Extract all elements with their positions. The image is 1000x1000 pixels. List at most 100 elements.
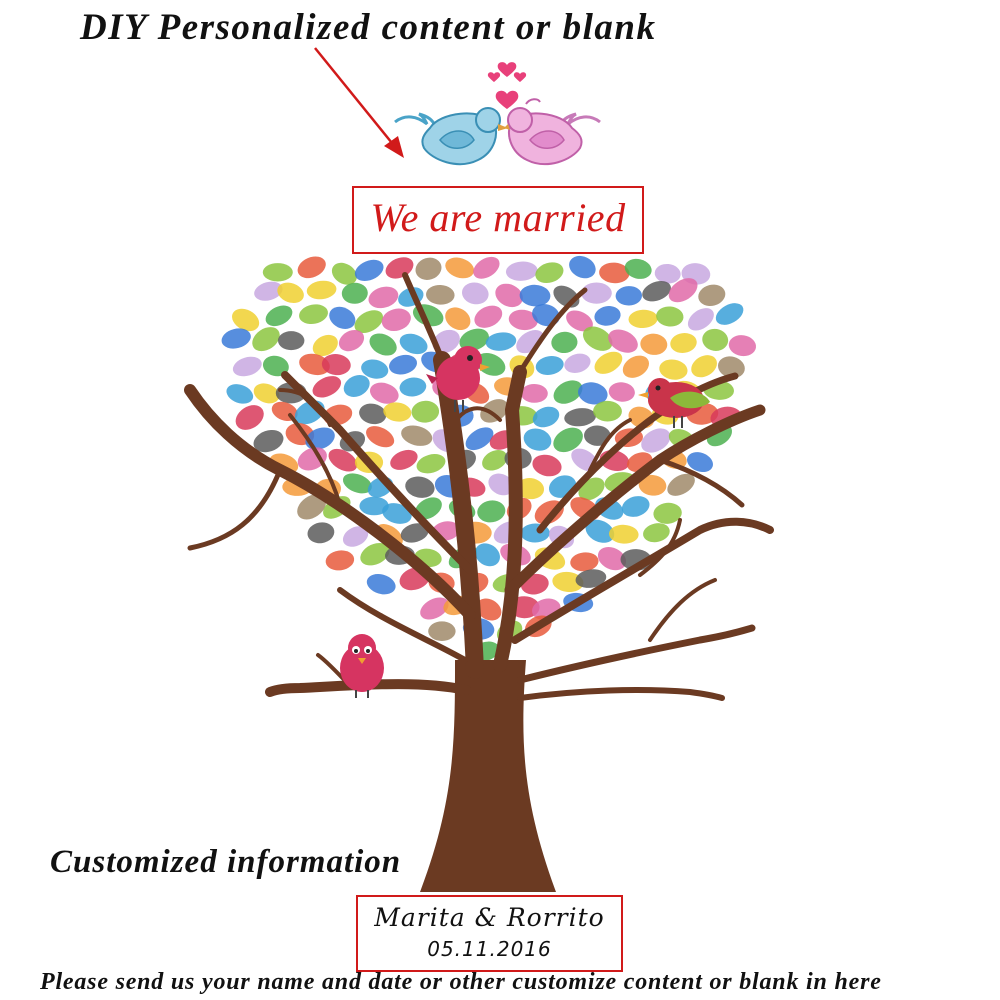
fingerprint-leaf	[584, 425, 611, 446]
fingerprint-leaf	[369, 382, 399, 404]
section-heading: Customized information	[50, 844, 402, 880]
fingerprint-leaf	[297, 256, 326, 279]
fingerprint-leaf	[383, 402, 412, 422]
fingerprint-leaf	[368, 286, 399, 309]
fingerprint-leaf	[667, 473, 695, 496]
fingerprint-leaf	[382, 503, 412, 524]
fingerprint-leaf	[582, 326, 613, 351]
fingerprint-leaf	[717, 356, 745, 379]
fingerprint-leaf	[401, 425, 433, 446]
fingerprint-leaf	[564, 408, 596, 427]
fingerprint-leaf	[428, 621, 456, 641]
fingerprint-leaf	[405, 476, 435, 498]
fingerprint-dots	[221, 255, 757, 662]
fingerprint-leaf	[485, 332, 517, 351]
fingerprint-leaf	[297, 447, 327, 471]
couple-names: Marita & Rorrito	[374, 903, 605, 932]
fingerprint-leaf	[715, 303, 744, 325]
fingerprint-leaf	[640, 333, 668, 355]
fingerprint-leaf	[359, 403, 387, 425]
fingerprint-leaf	[366, 574, 396, 595]
fingerprint-leaf	[265, 305, 293, 327]
fingerprint-leaf	[638, 474, 667, 496]
arrow-icon	[314, 47, 404, 158]
fingerprint-leaf	[390, 449, 418, 470]
fingerprint-leaf	[388, 354, 418, 375]
fingerprint-leaf	[585, 519, 615, 543]
fingerprint-leaf	[474, 305, 503, 328]
fingerprint-leaf	[475, 543, 500, 567]
fingerprint-leaf	[235, 405, 264, 430]
fingerprint-leaf	[642, 280, 671, 302]
fingerprint-leaf	[414, 497, 442, 520]
fingerprint-leaf	[354, 259, 384, 282]
fingerprint-leaf	[608, 382, 635, 402]
fingerprint-leaf	[262, 263, 293, 282]
fingerprint-leaf	[609, 524, 639, 544]
fingerprint-leaf	[342, 526, 369, 547]
fingerprint-leaf	[341, 282, 368, 304]
fingerprint-leaf	[575, 569, 607, 588]
fingerprint-leaf	[702, 328, 729, 351]
fingerprint-leaf	[475, 353, 506, 376]
fingerprint-leaf	[535, 262, 564, 284]
fingerprint-leaf	[553, 427, 583, 453]
fingerprint-leaf	[505, 261, 538, 281]
fingerprint-leaf	[564, 353, 591, 373]
fingerprint-leaf	[331, 262, 357, 285]
fingerprint-leaf	[297, 494, 326, 520]
fingerprint-leaf	[488, 473, 514, 496]
fingerprint-leaf	[426, 284, 455, 305]
fingerprint-leaf	[299, 353, 330, 376]
fingerprint-leaf	[569, 255, 596, 279]
fingerprint-leaf	[445, 257, 475, 279]
fingerprint-leaf	[399, 333, 428, 355]
fingerprint-leaf	[508, 309, 538, 331]
page-title: DIY Personalized content or blank	[80, 7, 657, 48]
fingerprint-leaf	[482, 450, 508, 471]
fingerprint-leaf	[622, 355, 650, 378]
fingerprint-leaf	[420, 597, 449, 620]
fingerprint-leaf	[535, 356, 564, 375]
fingerprint-leaf	[343, 375, 370, 397]
fingerprint-leaf	[578, 382, 608, 405]
fingerprint-leaf	[570, 552, 599, 572]
fingerprint-leaf	[221, 328, 251, 349]
fingerprint-leaf	[306, 280, 337, 300]
fingerprint-leaf	[465, 427, 494, 451]
fingerprint-leaf	[342, 473, 372, 494]
fingerprint-leaf	[552, 571, 584, 592]
fingerprint-leaf	[307, 522, 335, 544]
fingerprint-leaf	[416, 454, 446, 474]
fingerprint-leaf	[354, 310, 384, 333]
fingerprint-leaf	[621, 496, 650, 517]
fingerprint-leaf	[361, 359, 389, 379]
fingerprint-leaf	[312, 376, 342, 398]
fingerprint-leaf	[597, 546, 627, 571]
fingerprint-leaf	[594, 351, 623, 374]
fingerprint-leaf	[687, 452, 713, 473]
fingerprint-leaf	[615, 286, 642, 306]
footer-note: Please send us your name and date or oth…	[40, 969, 882, 995]
custom-text-box: We are married	[352, 186, 644, 254]
fingerprint-leaf	[516, 478, 545, 500]
fingerprint-leaf	[385, 257, 414, 279]
fingerprint-leaf	[480, 399, 509, 423]
fingerprint-leaf	[628, 309, 658, 329]
fingerprint-leaf	[360, 542, 390, 566]
fingerprint-leaf	[328, 448, 358, 472]
event-date: 05.11.2016	[427, 937, 552, 961]
fingerprint-leaf	[325, 550, 355, 571]
kissing-birds-illustration	[394, 98, 601, 166]
fingerprint-leaf	[670, 333, 697, 353]
fingerprint-leaf	[668, 278, 698, 303]
fingerprint-leaf	[415, 257, 442, 280]
fingerprint-leaf	[520, 383, 548, 403]
tree-icon	[184, 272, 774, 892]
fingerprint-leaf	[312, 334, 338, 357]
bird-icon	[638, 378, 710, 428]
fingerprint-leaf	[656, 306, 684, 327]
fingerprint-leaf	[476, 598, 502, 621]
fingerprint-leaf	[641, 428, 671, 453]
